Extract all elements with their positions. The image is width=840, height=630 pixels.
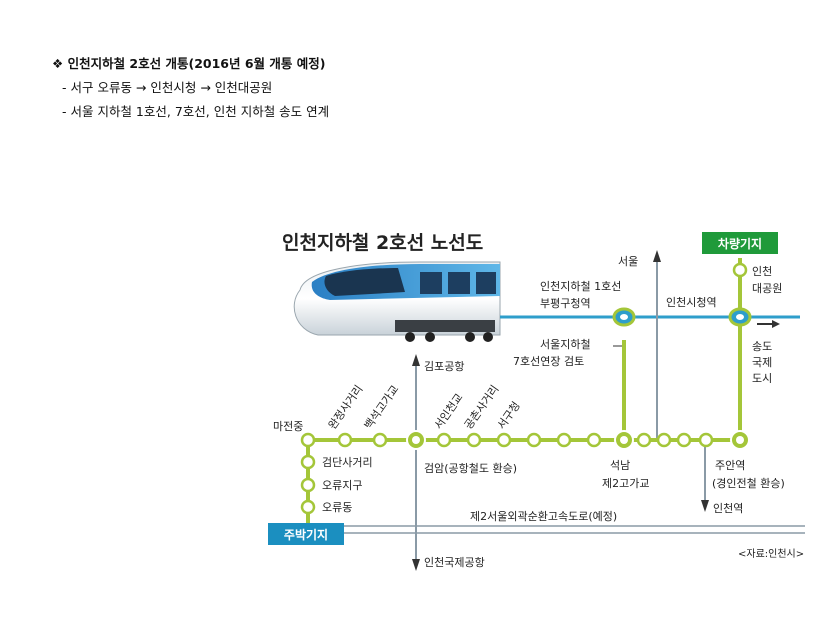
label-bupyeong-1: 인천지하철 1호선 — [540, 279, 621, 293]
note-source: <자료:인천시> — [738, 548, 804, 560]
station-extra-4 — [636, 432, 652, 448]
label-incheon-park: 인천 — [752, 264, 772, 278]
label-wanjeong: 완정사거리 — [326, 383, 366, 432]
line2-stations — [300, 262, 748, 515]
label-seoin: 서인천교 — [431, 391, 466, 432]
label-geomdan: 검단사거리 — [322, 456, 373, 469]
svg-text:주박기지: 주박기지 — [284, 527, 328, 542]
station-extra-3 — [586, 432, 602, 448]
station-wanjeong — [337, 432, 353, 448]
label-songdo-1: 송도 — [752, 340, 772, 353]
station-extra-6 — [676, 432, 692, 448]
transfer-stations — [406, 307, 752, 450]
note-expressway: 제2서울외곽순환고속도로(예정) — [470, 510, 617, 523]
station-majeon — [300, 432, 316, 448]
station-oryudong — [300, 499, 316, 515]
label-songdo-2: 국제 — [752, 356, 772, 369]
station-extra-1 — [526, 432, 542, 448]
label-seoul: 서울 — [618, 255, 638, 268]
label-songdo-3: 도시 — [752, 372, 772, 385]
station-seoin — [436, 432, 452, 448]
station-incheon-park — [732, 262, 748, 278]
svg-text:차량기지: 차량기지 — [718, 236, 762, 251]
intro-bullets: ❖ 인천지하철 2호선 개통(2016년 6월 개통 예정) - 서구 오류동 … — [52, 52, 329, 124]
heading-text: 인천지하철 2호선 개통(2016년 6월 개통 예정) — [67, 56, 326, 71]
label-incheon-park-2: 대공원 — [752, 282, 782, 295]
label-gimpo: 김포공항 — [424, 360, 464, 373]
label-oryu-jigu: 오류지구 — [322, 479, 362, 492]
label-incheon-station: 인천역 — [713, 501, 743, 515]
station-oryu-jigu — [300, 477, 316, 493]
main-depot-badge: 주박기지 — [268, 523, 344, 545]
train-illustration — [293, 261, 501, 342]
label-seogu: 서구청 — [495, 399, 523, 431]
station-gongchon — [466, 432, 482, 448]
diamond-bullet-icon: ❖ — [52, 56, 64, 71]
label-juan: 주안역 — [715, 459, 745, 472]
vehicle-depot-badge: 차량기지 — [702, 232, 778, 254]
songdo-arrowhead-icon — [772, 320, 780, 328]
bullet-item-connections: - 서울 지하철 1호선, 7호선, 인천 지하철 송도 연계 — [62, 104, 330, 119]
station-extra-7 — [698, 432, 714, 448]
station-extra-5 — [656, 432, 672, 448]
label-cityhall: 인천시청역 — [666, 295, 717, 309]
label-majeon: 마전중 — [273, 420, 303, 433]
label-baekseok: 백석고가교 — [362, 383, 402, 432]
incheon-station-arrow-icon — [701, 500, 709, 512]
label-juan-transfer: (경인전철 환승) — [712, 477, 785, 490]
bullet-heading: ❖ 인천지하철 2호선 개통(2016년 6월 개통 예정) — [52, 52, 329, 76]
seoul-arrow-icon — [653, 250, 661, 262]
station-seogu — [496, 432, 512, 448]
note-line7-2: 7호선연장 검토 — [513, 355, 584, 368]
map-title: 인천지하철 2호선 노선도 — [282, 232, 483, 254]
label-je2: 제2고가교 — [602, 477, 649, 490]
station-extra-2 — [556, 432, 572, 448]
grey-connector-line — [656, 255, 706, 505]
label-oryudong: 오류동 — [322, 501, 352, 514]
icn-arrow-icon — [412, 559, 420, 571]
note-line7-1: 서울지하철 — [540, 337, 591, 351]
bullet-item-route: - 서구 오류동 → 인천시청 → 인천대공원 — [62, 80, 273, 95]
gimpo-arrow-icon — [412, 354, 420, 366]
label-icn-airport: 인천국제공항 — [424, 555, 485, 569]
label-geomam: 검암(공항철도 환승) — [424, 462, 517, 475]
label-bupyeong-2: 부평구청역 — [540, 297, 591, 310]
station-baekseok — [372, 432, 388, 448]
station-geomdan — [300, 454, 316, 470]
label-seoknam: 석남 — [610, 459, 630, 472]
